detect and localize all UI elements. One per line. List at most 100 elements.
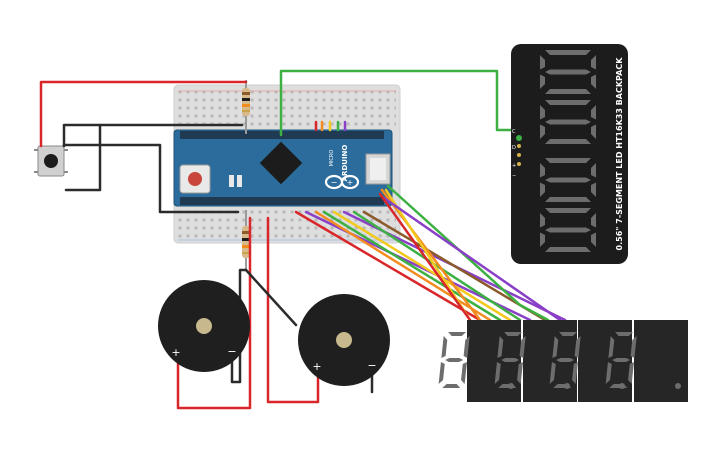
wire-red-buzzer-2 xyxy=(266,216,320,404)
segment xyxy=(559,332,578,336)
wire-black-side xyxy=(62,143,240,214)
segment xyxy=(438,362,445,384)
segment xyxy=(545,158,591,163)
wire-usb-green xyxy=(386,184,550,322)
segment xyxy=(591,213,596,228)
segment xyxy=(463,336,470,358)
segment xyxy=(572,362,578,384)
seven-segment-displays[interactable] xyxy=(438,320,688,402)
wire-bundle-yellow xyxy=(332,210,512,322)
segment xyxy=(615,332,634,336)
segment xyxy=(540,55,545,70)
wire-green-backpack-1 xyxy=(279,69,517,137)
segment xyxy=(519,336,526,358)
segment xyxy=(540,163,545,178)
backpack-label: 0.56" 7-SEGMENT LED HT16K33 BACKPACK xyxy=(615,57,624,251)
backpack-digit-1 xyxy=(540,50,596,94)
digit xyxy=(549,332,581,388)
segment xyxy=(549,362,556,384)
wire-usb-orange xyxy=(380,188,482,322)
backpack-pin-plus: + xyxy=(512,163,516,169)
segment xyxy=(591,74,596,89)
buzzer-2[interactable]: + − xyxy=(298,294,390,386)
digit xyxy=(494,332,526,388)
buzzer-1-minus-label: − xyxy=(227,345,236,358)
wire-black-button xyxy=(62,123,102,192)
backpack-digit-2 xyxy=(540,100,596,144)
segment xyxy=(540,124,545,139)
segment xyxy=(545,50,591,55)
wires xyxy=(39,69,567,410)
breadboard-top-rows xyxy=(178,106,396,130)
segment xyxy=(540,105,545,120)
segment xyxy=(517,362,523,384)
buzzer-2-plus-label: + xyxy=(312,360,321,373)
wire-black-buzzer-2 xyxy=(244,268,298,327)
usb-connector xyxy=(365,153,391,185)
segment xyxy=(445,358,464,362)
wire-black-buzzer-1 xyxy=(230,268,248,384)
segment xyxy=(441,336,448,358)
breadboard-bottom-rail xyxy=(178,230,396,240)
segment xyxy=(612,358,631,362)
segment xyxy=(501,358,520,362)
segment xyxy=(545,227,591,233)
svg-text:+: + xyxy=(347,178,354,187)
segment xyxy=(442,384,461,388)
backpack-pin-c: C xyxy=(512,129,516,135)
svg-text:−: − xyxy=(331,178,338,187)
digit xyxy=(540,208,596,252)
capacitor xyxy=(229,175,234,187)
digit xyxy=(540,100,596,144)
segment xyxy=(552,336,559,358)
resistor-top[interactable] xyxy=(242,80,250,134)
segment xyxy=(498,384,517,388)
digit xyxy=(540,158,596,202)
segment xyxy=(540,232,545,247)
wire-red-buzzer-1 xyxy=(176,216,252,410)
buzzer-1[interactable]: + − xyxy=(158,280,250,372)
seven-segment-display-4[interactable] xyxy=(605,320,688,402)
arduino-micro-board[interactable]: − + ARDUINO MICRO xyxy=(173,129,393,207)
segment xyxy=(494,362,501,384)
segment xyxy=(448,332,467,336)
segment xyxy=(591,55,596,70)
breadboard-top-rail xyxy=(178,90,396,104)
segment xyxy=(628,362,634,384)
wire-usb-purple xyxy=(382,196,562,322)
digit xyxy=(605,332,637,388)
breadboard-bottom-rows xyxy=(178,210,396,230)
reset-button[interactable] xyxy=(179,164,211,194)
backpack-pin-labels: C D + − xyxy=(512,129,522,179)
segment xyxy=(605,362,612,384)
segment xyxy=(540,74,545,89)
backpack-digit-4 xyxy=(540,208,596,252)
backpack-pin-minus: − xyxy=(512,173,516,179)
wire-bundle-green-1 xyxy=(322,210,502,322)
push-button[interactable] xyxy=(34,145,68,177)
segment xyxy=(630,336,637,358)
wire-bundle-red xyxy=(294,210,482,322)
segment xyxy=(545,69,591,75)
resistor-bottom[interactable] xyxy=(242,210,250,270)
backpack-pin-d: D xyxy=(512,145,516,151)
wire-bundle-green-2 xyxy=(352,210,522,322)
wire-bundle-orange xyxy=(314,210,492,322)
segment xyxy=(540,213,545,228)
segment xyxy=(591,182,596,197)
segment xyxy=(545,197,591,202)
segment xyxy=(540,182,545,197)
segment xyxy=(545,139,591,144)
segment xyxy=(545,247,591,252)
segment xyxy=(545,119,591,125)
segment xyxy=(608,336,615,358)
arduino-logo: − + xyxy=(324,174,360,190)
arduino-model-label: MICRO xyxy=(329,150,335,167)
decimal-point xyxy=(675,383,681,389)
buzzer-2-minus-label: − xyxy=(367,359,376,372)
digit xyxy=(438,332,470,388)
buzzer-1-plus-label: + xyxy=(171,346,180,359)
seven-segment-backpack[interactable]: C D + − 0.56" 7-SEGMENT LED HT16K33 BACK… xyxy=(511,44,628,264)
segment xyxy=(591,124,596,139)
